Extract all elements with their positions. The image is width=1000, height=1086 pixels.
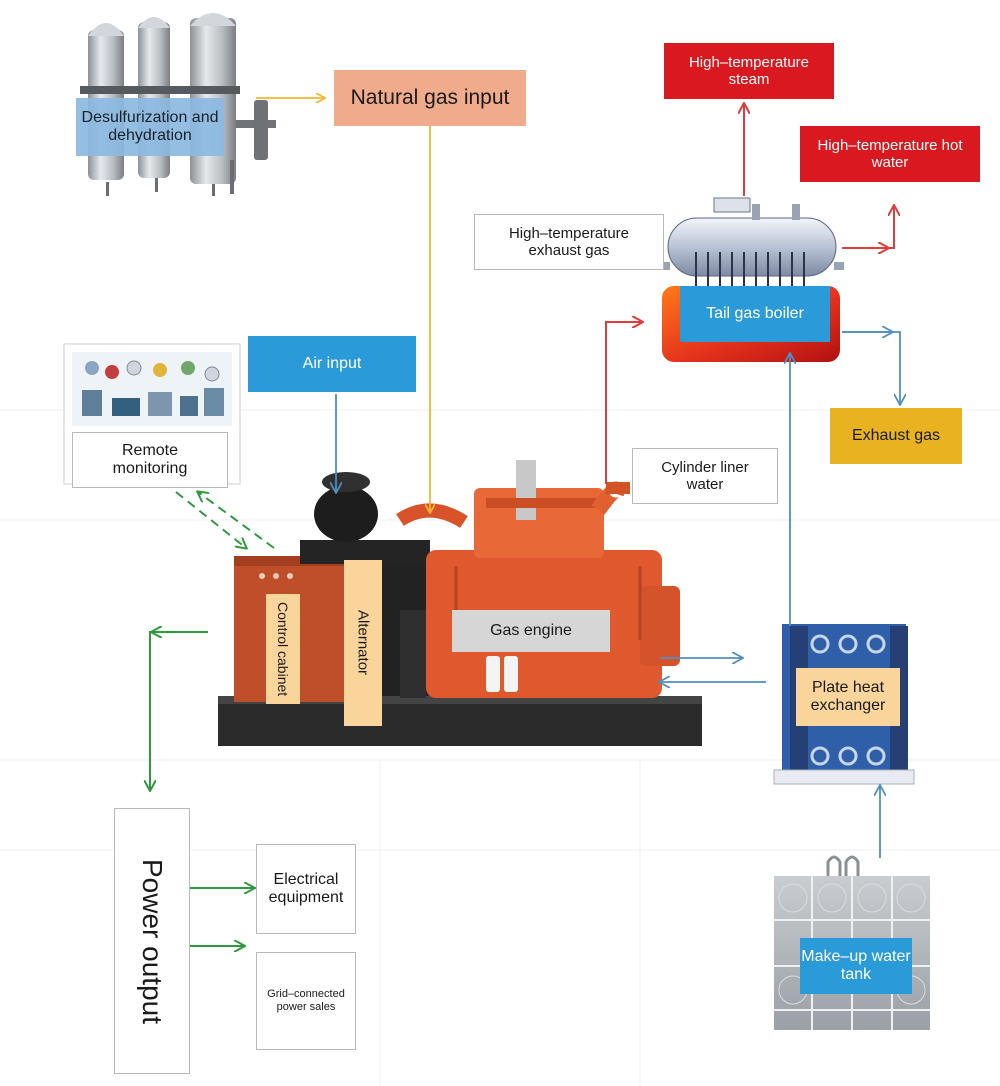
plate-heat-exchanger-label: Plate heat exchanger bbox=[796, 668, 900, 726]
gas-flow-arrows bbox=[256, 98, 430, 512]
electrical-equipment-label: Electrical equipment bbox=[256, 844, 356, 934]
genset-image bbox=[218, 460, 702, 746]
alternator-label: Alternator bbox=[344, 560, 382, 726]
control-cabinet-label: Control cabinet bbox=[266, 594, 300, 704]
air-input-label: Air input bbox=[248, 336, 416, 392]
tail-gas-boiler-label: Tail gas boiler bbox=[680, 286, 830, 342]
arrow-cabinet-to-monitor bbox=[198, 492, 275, 549]
arrow-boiler-to-exhaust-gas bbox=[842, 331, 900, 404]
high-temp-hot-water-label: High–temperature hot water bbox=[800, 126, 980, 182]
heat-flow-arrows bbox=[605, 104, 894, 484]
arrow-cabinet-to-power-output bbox=[150, 631, 208, 790]
natural-gas-input-label: Natural gas input bbox=[334, 70, 526, 126]
grid-connected-label: Grid–connected power sales bbox=[256, 952, 356, 1050]
makeup-water-tank-label: Make–up water tank bbox=[800, 938, 912, 994]
remote-monitoring-label: Remote monitoring bbox=[72, 432, 228, 488]
desulfurization-label: Desulfurization and dehydration bbox=[76, 98, 224, 156]
gas-engine-label: Gas engine bbox=[452, 610, 610, 652]
arrow-exhaust-to-boiler bbox=[605, 322, 642, 484]
cylinder-liner-water-label: Cylinder liner water bbox=[632, 448, 778, 504]
high-temp-steam-label: High–temperature steam bbox=[664, 43, 834, 99]
power-flow-arrows bbox=[150, 492, 275, 946]
power-output-label: Power output bbox=[114, 808, 190, 1074]
exhaust-gas-label: Exhaust gas bbox=[830, 408, 962, 464]
high-temp-exhaust-gas-label: High–temperature exhaust gas bbox=[474, 214, 664, 270]
water-flow-arrows bbox=[660, 332, 900, 858]
arrow-boiler-to-hot-water bbox=[842, 206, 894, 249]
